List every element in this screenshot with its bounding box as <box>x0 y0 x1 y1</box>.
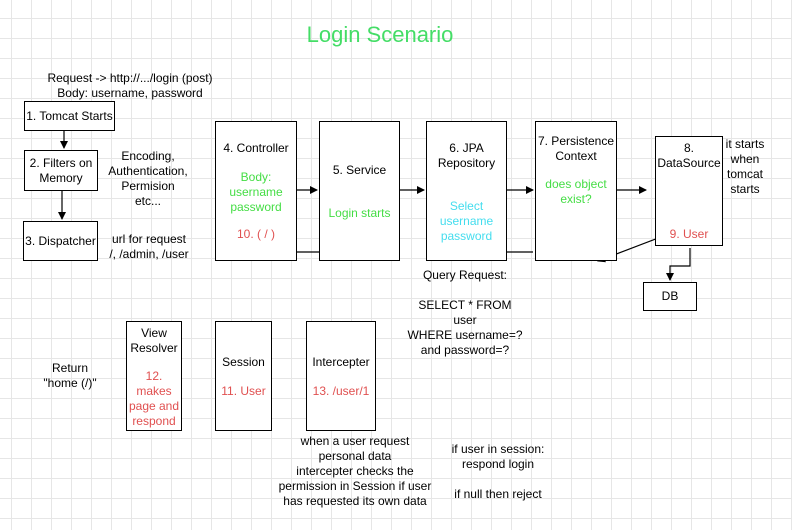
node-intercepter-note: 13. /user/1 <box>312 384 370 398</box>
arrow-datasource-db <box>666 248 691 281</box>
node-controller-note: Body: username password <box>229 170 283 214</box>
node-session-label: Session <box>222 355 265 369</box>
request-note: Request -> http://.../login (post) Body:… <box>47 71 213 100</box>
datasource-note: it starts when tomcat starts <box>725 137 765 196</box>
node-service-note: Login starts <box>328 206 391 220</box>
node-view-resolver[interactable] <box>126 321 182 431</box>
node-view-resolver-note: 12. makes page and respond <box>128 369 180 428</box>
filters-note: Encoding, Authentication, Permision etc.… <box>108 149 188 208</box>
node-persistence-label: 7. Persistence Context <box>537 134 615 163</box>
dispatcher-note: url for request /, /admin, /user <box>109 232 189 261</box>
node-controller-step: 10. ( / ) <box>236 227 275 241</box>
node-datasource-step: 9. User <box>669 227 709 241</box>
node-tomcat-label: 1. Tomcat Starts <box>26 109 113 123</box>
node-datasource-label: 8. DataSource <box>657 141 721 170</box>
node-session[interactable] <box>215 321 272 431</box>
node-service-label: 5. Service <box>332 163 387 177</box>
node-jpa-repository[interactable] <box>426 121 507 261</box>
node-dispatcher-label: 3. Dispatcher <box>25 234 96 248</box>
node-datasource[interactable] <box>655 136 723 246</box>
node-persistence-context[interactable] <box>535 121 617 261</box>
node-view-resolver-label: View Resolver <box>130 326 178 355</box>
node-controller[interactable] <box>215 121 297 261</box>
diagram-title: Login Scenario <box>306 22 454 47</box>
node-db[interactable] <box>643 282 697 311</box>
node-db-label: DB <box>661 289 679 303</box>
node-intercepter-label: Intercepter <box>312 355 370 369</box>
node-persistence-note: does object exist? <box>545 177 607 206</box>
node-jpa-note: Select username password <box>439 199 494 243</box>
node-session-note: 11. User <box>221 384 266 398</box>
node-jpa-label: 6. JPA Repository <box>437 141 496 170</box>
return-note: Return "home (/)" <box>43 361 97 390</box>
node-intercepter[interactable] <box>306 321 376 431</box>
query-request-note: Query Request: SELECT * FROM user WHERE … <box>407 268 523 357</box>
intercepter-note: when a user request personal data interc… <box>278 434 432 508</box>
node-filters-label: 2. Filters on Memory <box>29 156 93 185</box>
session-check-note: if user in session: respond login if nul… <box>451 442 545 501</box>
node-service[interactable] <box>319 121 400 261</box>
node-controller-label: 4. Controller <box>223 141 289 155</box>
node-filters[interactable] <box>24 150 98 191</box>
node-tomcat[interactable] <box>24 101 115 131</box>
node-dispatcher[interactable] <box>23 221 98 261</box>
